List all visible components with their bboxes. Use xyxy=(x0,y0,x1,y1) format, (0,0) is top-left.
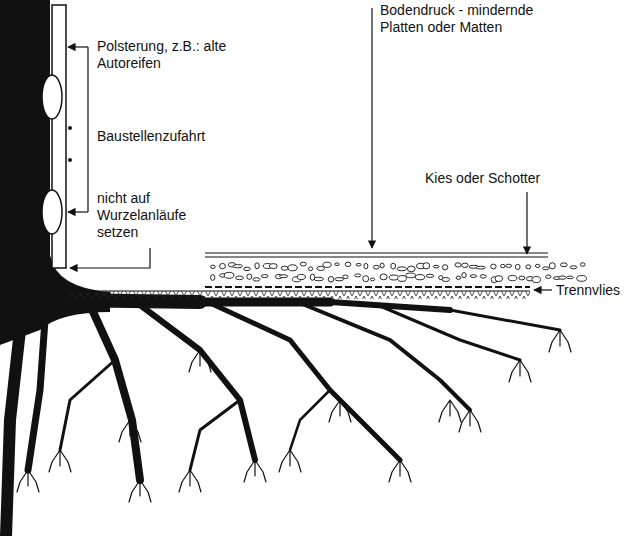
tire xyxy=(42,75,62,119)
label-text: nicht auf Wurzelanläufe setzen xyxy=(97,190,207,241)
leader-lines xyxy=(68,8,552,290)
tire xyxy=(42,190,62,234)
roots xyxy=(0,0,571,536)
label-text: Polsterung, z.B.: alte Autoreifen xyxy=(97,38,227,72)
label-text: Bodendruck - mindernde Platten oder Matt… xyxy=(380,2,565,36)
ground-build-up xyxy=(68,253,586,299)
fastener xyxy=(68,158,72,162)
fastener xyxy=(68,126,72,130)
label-text: Baustellenzufahrt xyxy=(97,128,247,145)
label-text: Trennvlies xyxy=(556,282,620,299)
label-text: Kies oder Schotter xyxy=(425,170,575,187)
